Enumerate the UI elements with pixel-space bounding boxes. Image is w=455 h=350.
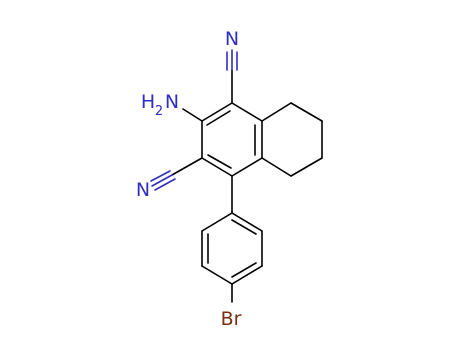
triple-left-a [151, 174, 173, 187]
amine-subscript-label: 2 [155, 104, 163, 119]
bond-c5-c4a [261, 157, 292, 177]
bond-c1-c2-inner [206, 110, 231, 126]
amine-h-label: H [141, 91, 155, 113]
bond-ar6-ar1 [231, 212, 263, 232]
bond-c3-c4-inner [207, 154, 232, 169]
bond-ar3-ar4 [201, 265, 233, 285]
bond-ar6-ar1-inner [231, 219, 257, 235]
triple-left-c [154, 178, 176, 191]
bond-ar4-ar5-inner [231, 262, 257, 278]
bonds [150, 49, 323, 303]
bromine-label: Br [221, 308, 242, 330]
bond-ar4-ar5 [231, 265, 263, 285]
bond-c8a-c1 [231, 102, 263, 122]
bond-c4-c4a [231, 157, 263, 177]
bond-ar1-ar2 [201, 212, 233, 232]
bond-c8a-c8 [261, 102, 292, 122]
bond-c3-c4 [201, 157, 233, 177]
triple-left-b [150, 170, 171, 182]
bond-c3-cn-left [171, 157, 203, 176]
nitrile-top-n-label: N [225, 28, 239, 50]
bond-c1-c2 [201, 102, 233, 122]
nitrile-left-n-label: N [136, 179, 150, 201]
bond-c2-nh2 [182, 108, 203, 122]
bond-c8-c7 [290, 102, 323, 122]
bond-c6-c5 [290, 157, 323, 177]
amine-n-label: N [165, 91, 179, 113]
